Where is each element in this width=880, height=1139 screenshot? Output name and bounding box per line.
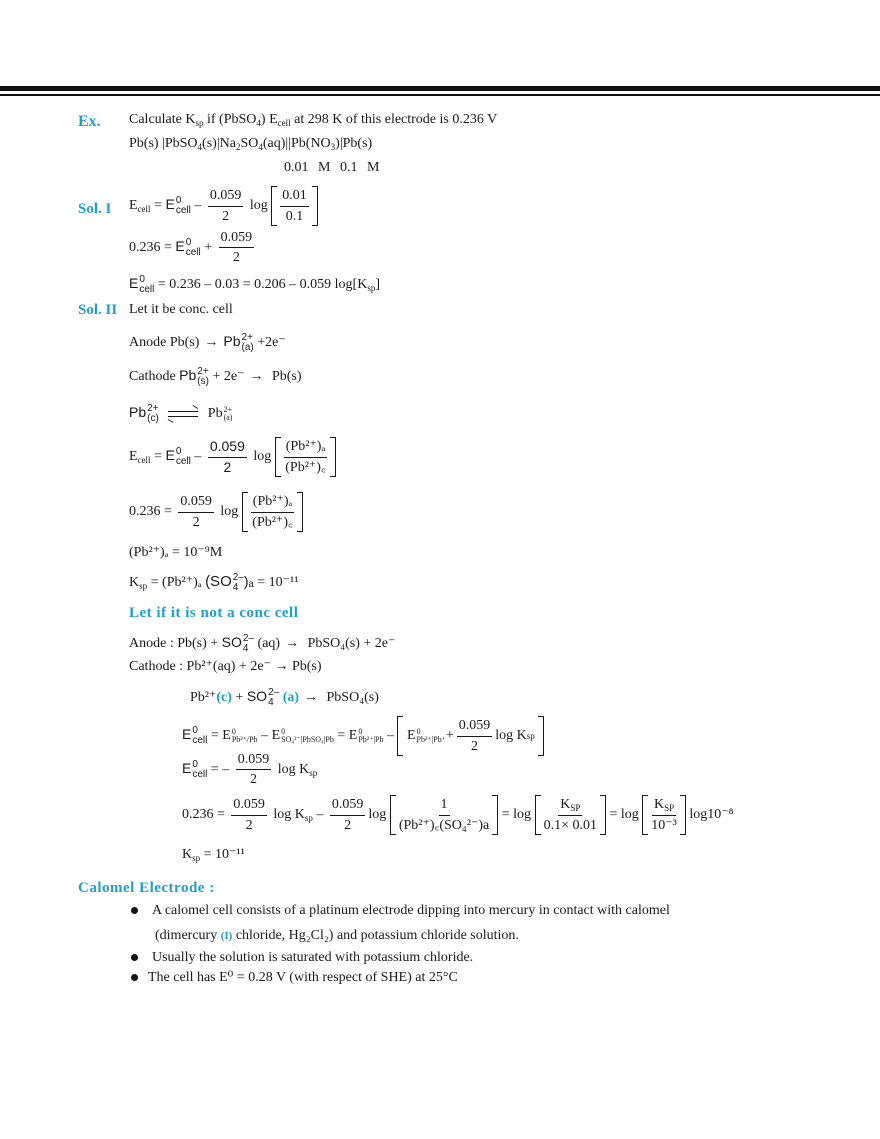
sol2-intro: Let it be conc. cell: [129, 302, 233, 317]
concentrations: 0.01 M 0.1 M: [284, 160, 380, 175]
sol1-label: Sol. I: [78, 201, 112, 217]
equilibrium-arrow-icon: [168, 405, 199, 423]
example-question: Calculate Ksp if (PbSO4) Ecell at 298 K …: [129, 112, 498, 128]
bullet-item: The cell has E⁰ = 0.28 V (with respect o…: [131, 969, 458, 986]
not-conc-heading: Let if it is not a conc cell: [129, 605, 299, 621]
bullet-item: A calomel cell consists of a platinum el…: [131, 903, 670, 919]
header-rule-thin: [0, 94, 880, 96]
cell-notation: Pb(s) |PbSO4(s)|Na2SO4(aq)||Pb(NO3)|Pb(s…: [129, 136, 373, 152]
example-label: Ex.: [78, 113, 101, 130]
ksp-result-2: Ksp = 10⁻¹¹: [182, 847, 245, 863]
bullet-item-continuation: (dimercury (I) chloride, Hg₂Cl₂) and pot…: [155, 928, 519, 943]
bullet-icon: [131, 974, 138, 982]
bullet-icon: [131, 954, 138, 962]
sol2-label: Sol. II: [78, 302, 118, 318]
cathode-reaction-2: Cathode : Pb²⁺(aq) + 2e⁻ → Pb(s): [129, 659, 322, 674]
bullet-item: Usually the solution is saturated with p…: [131, 950, 473, 966]
header-rule-thick: [0, 86, 880, 91]
calomel-heading: Calomel Electrode :: [78, 880, 215, 896]
bullet-icon: [131, 907, 138, 915]
pb-conc-anode: (Pb²⁺)ₐ = 10⁻⁹M: [129, 545, 223, 560]
